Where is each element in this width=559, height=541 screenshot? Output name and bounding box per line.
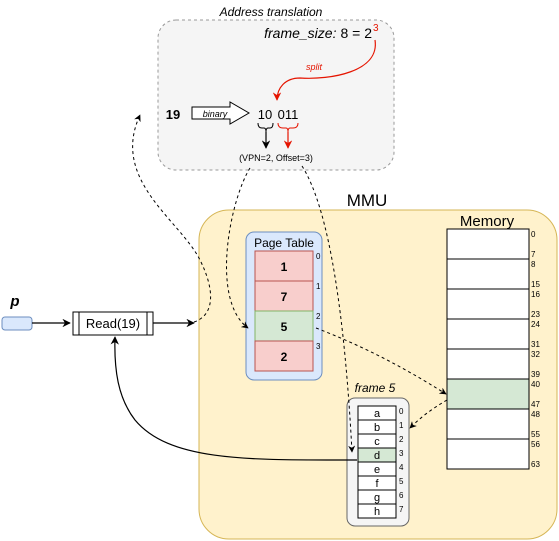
frame-cell-value: c <box>374 436 380 448</box>
page-table-entry <box>254 310 314 342</box>
memory-frame <box>446 438 530 470</box>
memory-address-label: 0 <box>531 230 536 239</box>
page-table-entry-value: 5 <box>281 320 288 334</box>
memory-address-label: 56 <box>531 440 540 449</box>
frame-cell-index: 0 <box>399 407 404 416</box>
frame-cell-value: h <box>374 506 380 518</box>
frame-size-exponent: 3 <box>373 23 379 34</box>
split-arrow <box>272 39 376 101</box>
memory-address-label: 7 <box>531 250 536 259</box>
page-table-title: Page Table <box>254 236 314 250</box>
memory-address-label: 40 <box>531 380 540 389</box>
binary-label: binary <box>203 109 228 119</box>
translation-result: (VPN=2, Offset=3) <box>239 153 313 163</box>
memory-frame <box>446 228 530 260</box>
memory-address-label: 39 <box>531 370 540 379</box>
frame-to-read-return-arrow <box>110 336 358 461</box>
split-label: split <box>306 62 323 72</box>
frame-cell-value: a <box>374 408 381 420</box>
page-table-entries: 1 0 7 1 5 2 2 3 <box>254 250 321 372</box>
page-table-entry <box>254 340 314 372</box>
page-table-entry-value: 7 <box>281 290 288 304</box>
memory-address-label: 23 <box>531 310 540 319</box>
frame-title: frame 5 <box>355 381 396 395</box>
frame-cell-value: f <box>375 478 379 490</box>
process-label: p <box>9 293 19 310</box>
frame-cell-index: 1 <box>399 421 404 430</box>
address-value: 19 <box>166 107 180 122</box>
page-table-to-memory-arrow <box>315 327 447 395</box>
memory-frame <box>446 288 530 320</box>
memory-address-label: 55 <box>531 430 540 439</box>
frame-size-expression: 8 = 2 <box>340 25 372 41</box>
offset-to-frame-arrow <box>301 165 356 453</box>
memory-address-label: 63 <box>531 460 540 469</box>
read-call-label: Read(19) <box>86 316 140 331</box>
memory-address-label: 47 <box>531 400 540 409</box>
frame-cell <box>357 503 397 519</box>
memory-address-label: 16 <box>531 290 540 299</box>
memory-frame <box>446 348 530 380</box>
address-translation-box <box>157 19 395 171</box>
frame-cell-value: e <box>374 464 380 476</box>
frame-cell-index: 7 <box>399 505 404 514</box>
page-table-entry-value: 2 <box>281 350 288 364</box>
memory-address-label: 31 <box>531 340 540 349</box>
page-table-entry-index: 2 <box>316 312 321 321</box>
memory-frame <box>446 408 530 440</box>
page-table-entry-index: 1 <box>316 282 321 291</box>
frame-cell-value: d <box>374 450 380 462</box>
memory-address-label: 8 <box>531 260 536 269</box>
memory-to-frame-arrow <box>409 399 448 429</box>
memory-frame <box>446 318 530 350</box>
page-table-entry-value: 1 <box>281 260 288 274</box>
frame-size-text: frame_size:8 = 2 <box>264 25 372 41</box>
memory-address-label: 24 <box>531 320 540 329</box>
frame-cell-value: g <box>374 492 380 504</box>
binary-arrow-shape <box>191 101 250 125</box>
binary-offset-bits: 011 <box>278 107 299 122</box>
frame-size-label: frame_size: <box>264 25 336 41</box>
frame-cells: a 0 b 1 c 2 d 3 e 4 f 5 g 6 h 7 <box>357 405 404 519</box>
memory-frame <box>446 378 530 410</box>
frame-cell-index: 3 <box>399 449 404 458</box>
address-to-translation-arrow <box>132 114 212 323</box>
vpn-to-page-table-arrow <box>226 167 251 329</box>
memory-address-label: 32 <box>531 350 540 359</box>
frame-cell-index: 4 <box>399 463 404 472</box>
frame-cell-index: 6 <box>399 491 404 500</box>
page-table-entry-index: 3 <box>316 342 321 351</box>
frame-cell-index: 2 <box>399 435 404 444</box>
process-box[interactable] <box>1 316 33 331</box>
page-table-entry-index: 0 <box>316 252 321 261</box>
memory-address-label: 15 <box>531 280 540 289</box>
binary-vpn-bits: 10 <box>258 107 272 122</box>
address-translation-title: Address translation <box>219 5 323 19</box>
memory-title: Memory <box>460 213 515 230</box>
page-table-entry <box>254 280 314 312</box>
frame-cell-value: b <box>374 422 380 434</box>
memory-frame <box>446 258 530 290</box>
frame-cell-index: 5 <box>399 477 404 486</box>
memory-address-label: 48 <box>531 410 540 419</box>
mmu-title: MMU <box>347 191 388 210</box>
page-table-entry <box>254 250 314 282</box>
